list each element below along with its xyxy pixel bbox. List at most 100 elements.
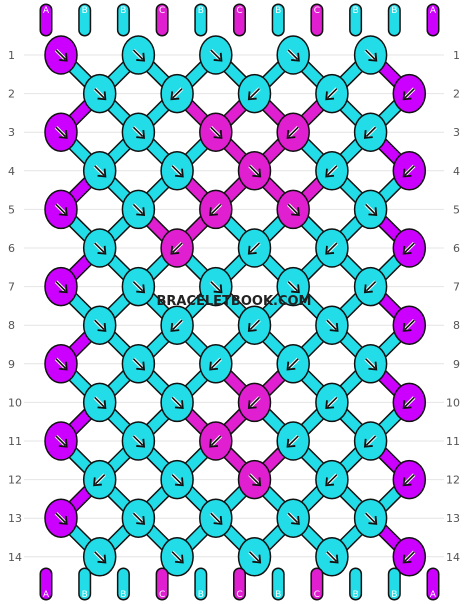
knot [353,266,388,307]
string-bottom-letter: B [198,590,204,600]
string-bottom-letter: C [314,590,320,600]
knot [121,344,156,384]
row-label-left: 6 [8,242,15,255]
row-label-right: 8 [453,319,460,332]
knot-arrow-icon [209,203,222,217]
knot [121,189,156,230]
row-label-right: 14 [446,551,460,564]
knot-arrow-icon [402,550,416,564]
row-label-right: 7 [453,281,460,294]
knot [315,151,349,191]
row-label-left: 4 [8,165,15,178]
knot [353,344,388,384]
knot-arrow-icon [132,280,146,294]
string-bottom-letter: B [353,590,359,600]
knot-arrow-icon [402,396,416,410]
knot-arrow-icon [132,434,146,448]
row-label-left: 13 [8,512,22,525]
knot-arrow-icon [247,319,261,332]
knot [160,73,194,114]
knot-arrow-icon [287,280,300,294]
string-bottom-letter: C [236,590,242,600]
knot [160,382,194,423]
row-label-right: 12 [446,474,460,487]
knot-arrow-icon [363,434,377,448]
string-top-letter: B [391,6,397,16]
row-label-left: 2 [8,88,15,101]
knot-arrow-icon [286,357,300,371]
knot [237,228,272,268]
knot [82,537,117,577]
knot [160,459,194,500]
knot [237,459,272,500]
knot-arrow-icon [364,512,378,525]
knot [44,498,78,538]
knot [160,151,194,191]
knot-arrow-icon [325,87,339,101]
knot [82,459,117,500]
row-label-right: 10 [446,396,460,409]
string-bottom-letter: B [82,590,88,600]
knot-arrow-icon [93,473,106,487]
knot [315,537,349,577]
knot-arrow-icon [170,396,184,410]
knot [44,344,78,384]
knot [353,498,388,538]
string-bottom-letter: B [391,590,397,600]
knot [276,421,310,461]
knot [44,35,78,75]
knot [44,421,78,461]
site-watermark: BRACELETBOOK.COM [157,294,312,309]
knot [315,305,349,345]
row-label-right: 6 [453,242,460,255]
knot-arrow-icon [93,550,107,564]
string-top-letter: B [275,6,281,16]
knot [392,537,427,577]
knot-arrow-icon [54,126,68,139]
knot-arrow-icon [209,48,223,62]
knot-arrow-icon [402,241,416,255]
row-label-left: 12 [8,474,22,487]
row-label-left: 10 [8,396,22,409]
knot [121,498,156,538]
knot-arrow-icon [248,550,262,564]
knot-arrow-icon [402,164,416,178]
knot [392,305,427,345]
row-label-right: 3 [453,126,460,139]
knot-arrow-icon [209,126,223,139]
knot [353,421,388,461]
knot-arrow-icon [247,396,261,410]
row-label-right: 1 [453,49,460,62]
knot-arrow-icon [54,48,68,62]
knot [199,266,233,307]
knot [237,151,272,191]
knot-arrow-icon [209,357,222,371]
knot [392,228,427,268]
knot-arrow-icon [93,396,107,410]
knot [82,151,117,191]
string-top-letter: C [314,6,320,16]
string-top-letter: B [120,6,126,16]
string-top-letter: B [82,6,88,16]
knot [276,498,310,538]
knot [392,459,427,500]
knot-arrow-icon [54,434,68,448]
knot [199,35,233,75]
knot-arrow-icon [54,280,68,294]
knot-arrow-icon [402,87,416,101]
row-label-left: 3 [8,126,15,139]
knot-arrow-icon [287,48,300,62]
knot-arrow-icon [209,512,223,525]
row-label-right: 11 [446,435,460,448]
knot [276,344,310,384]
row-label-right: 2 [453,88,460,101]
string-top-letter: A [430,6,437,16]
knot [44,266,78,307]
knot-arrow-icon [170,550,184,564]
knots-layer [44,35,427,577]
knot-arrow-icon [325,164,339,178]
knot-arrow-icon [286,434,300,448]
knot-arrow-icon [325,319,339,332]
